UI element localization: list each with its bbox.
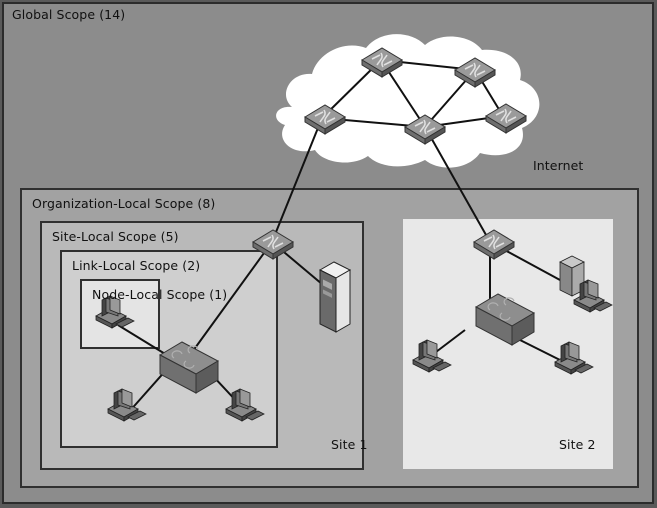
workstation-icon: [573, 279, 613, 313]
global-scope-label: Global Scope (14): [12, 7, 126, 22]
workstation-icon: [107, 388, 147, 422]
link-local-scope-label: Link-Local Scope (2): [72, 258, 201, 273]
workstation-icon: [225, 388, 265, 422]
server-icon: [319, 261, 351, 333]
organization-local-scope-label: Organization-Local Scope (8): [32, 196, 216, 211]
node-local-scope-label: Node-Local Scope (1): [92, 287, 228, 302]
site1-switch-icon: [159, 341, 219, 394]
workstation-icon: [554, 341, 594, 375]
site2-router-icon: [473, 229, 515, 260]
node-local-scope-box: [80, 279, 160, 349]
site2-switch-icon: [475, 293, 535, 346]
site-local-scope-label: Site-Local Scope (5): [52, 229, 179, 244]
internet-label: Internet: [533, 158, 584, 173]
site1-label: Site 1: [331, 437, 368, 452]
site2-label: Site 2: [559, 437, 596, 452]
